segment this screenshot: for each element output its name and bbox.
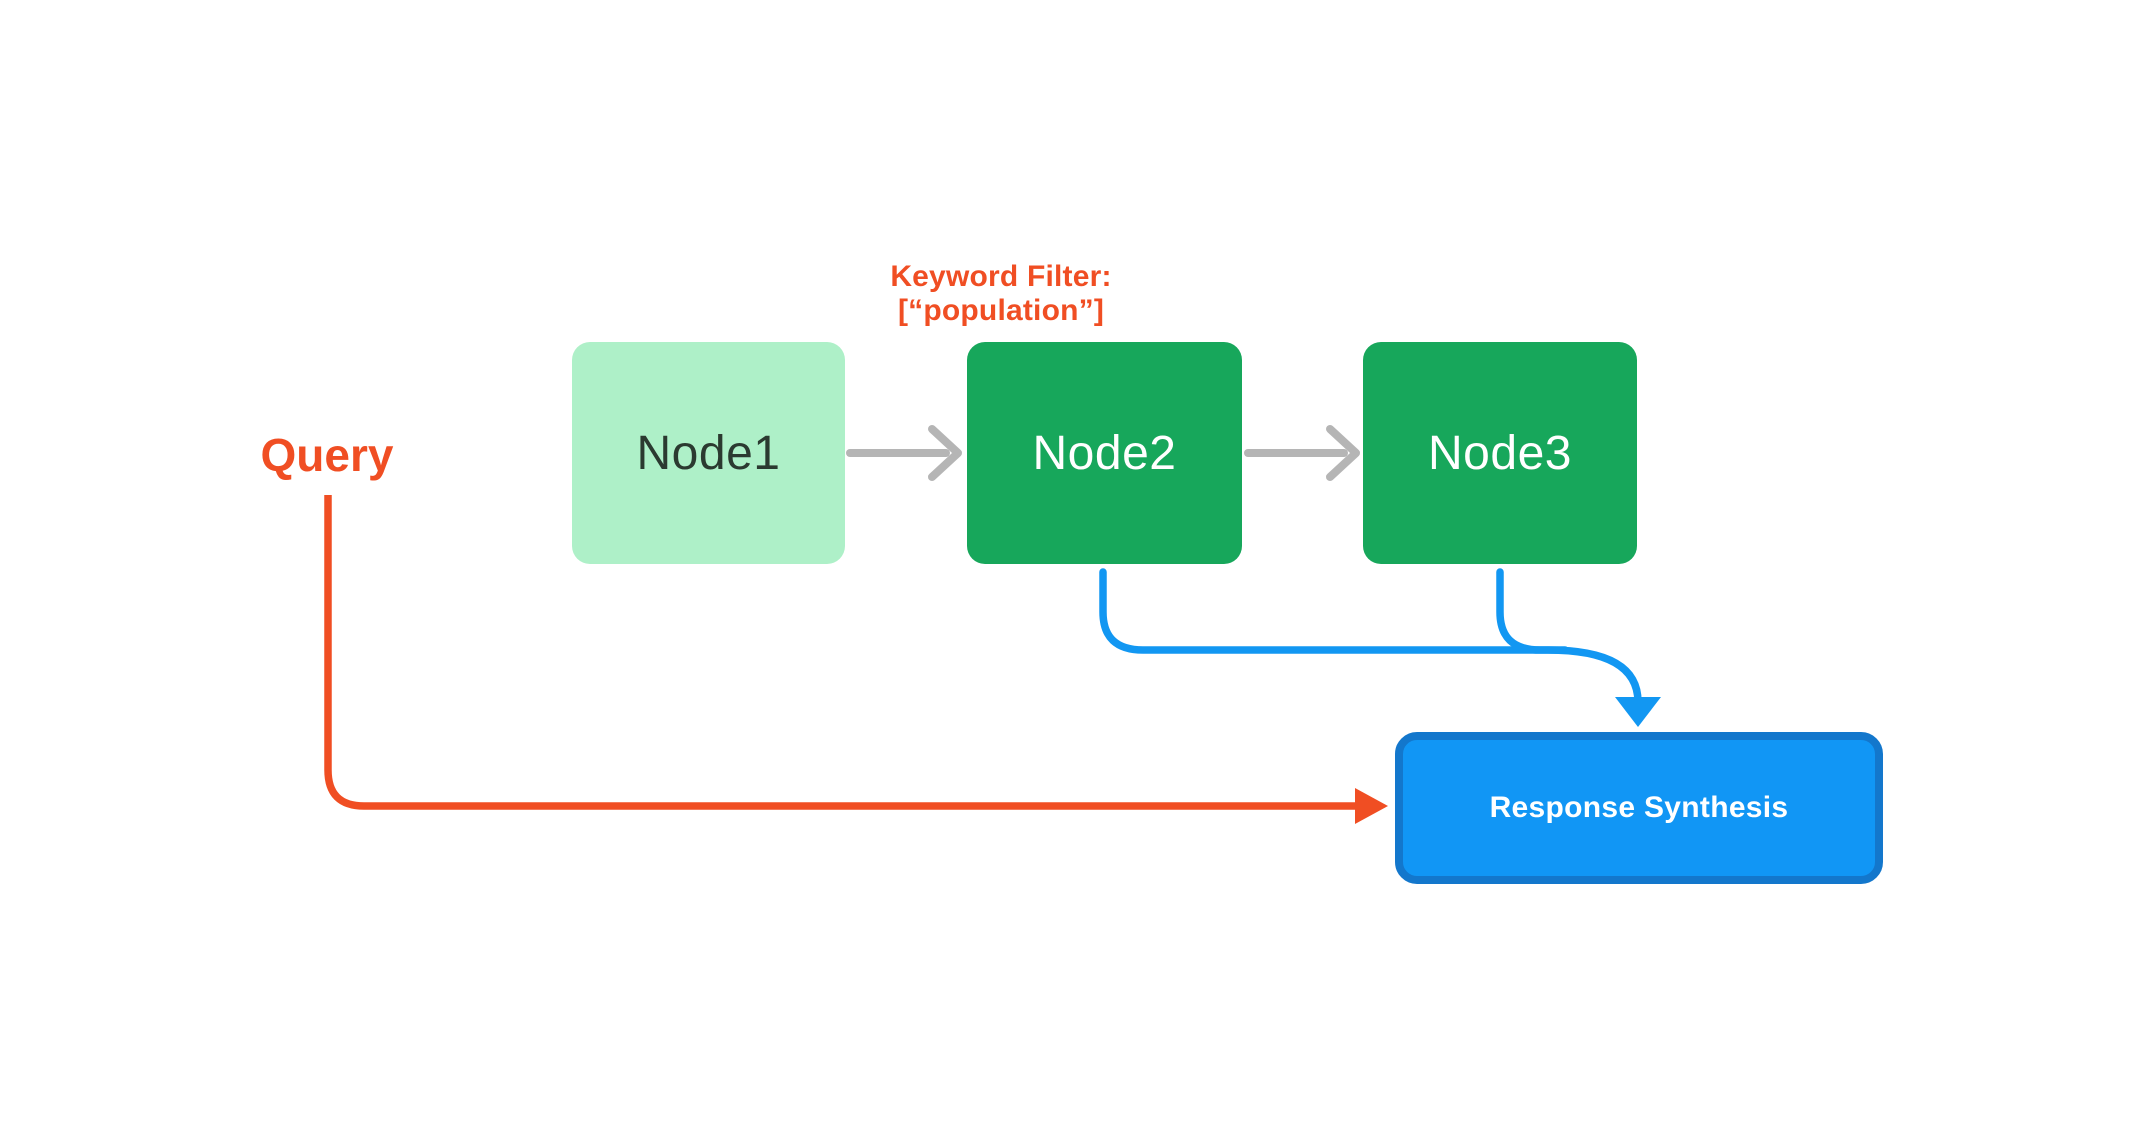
node3-to-synthesis-arrow (1496, 568, 1569, 654)
node1-label: Node1 (636, 426, 781, 480)
node3-box: Node3 (1363, 342, 1637, 564)
response-synthesis-box: Response Synthesis (1395, 732, 1883, 884)
red-arrowhead-icon (1355, 788, 1388, 824)
node2-label: Node2 (1032, 426, 1177, 480)
node1-box: Node1 (572, 342, 845, 564)
node2-box: Node2 (967, 342, 1242, 564)
keyword-filter-label: Keyword Filter: [“population”] (890, 260, 1112, 327)
node3-label: Node3 (1428, 426, 1572, 480)
blue-arrowhead-icon (1615, 697, 1661, 727)
response-synthesis-label: Response Synthesis (1489, 791, 1789, 824)
node2-to-node3-arrow (1244, 425, 1360, 481)
query-to-synthesis-arrow (324, 495, 1388, 824)
query-label: Query (260, 429, 394, 481)
node1-to-node2-arrow (846, 425, 962, 481)
node2-to-synthesis-arrow (1099, 568, 1661, 727)
